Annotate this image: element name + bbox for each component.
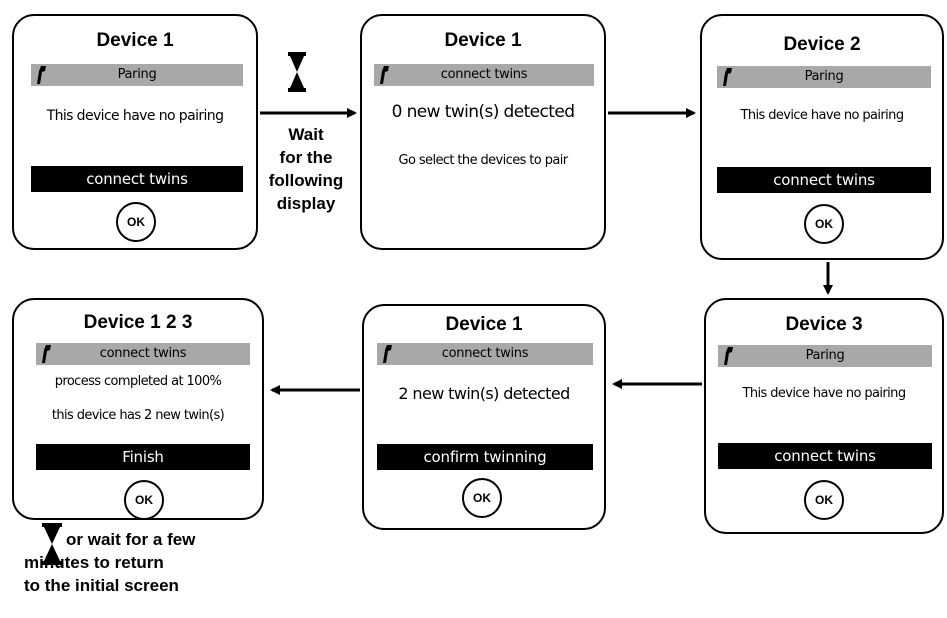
screen-title: Device 3 [785,314,863,335]
wait-line: following [268,171,344,190]
final-note-line: minutes to return [24,553,164,572]
connect-twins-button[interactable]: connect twins [31,166,243,192]
menu-bar-label: connect twins [441,346,529,361]
screen-title: Device 2 [783,34,861,55]
wrench-icon [724,347,733,365]
wait-instruction: Wait for the following display [258,123,354,215]
wrench-icon [380,66,389,84]
menu-bar-label: connect twins [440,67,528,82]
status-text: This device have no pairing [742,386,907,401]
menu-bar-label: Paring [805,348,845,363]
hourglass-icon [42,523,62,565]
wait-line: display [276,194,336,213]
wrench-icon [383,345,392,363]
detected-text: 0 new twin(s) detected [391,102,575,122]
connect-twins-button[interactable]: connect twins [718,443,932,469]
ok-button[interactable]: OK [116,202,156,242]
final-note-line: or wait for a few [66,530,196,549]
menu-bar: connect twins [374,64,594,86]
ok-button[interactable]: OK [124,480,164,520]
finish-button[interactable]: Finish [36,444,250,470]
wrench-icon [42,345,51,363]
confirm-twinning-button[interactable]: confirm twinning [377,444,593,470]
menu-bar-label: Paring [804,69,844,84]
wait-line: for the [279,148,333,167]
device-screen-5: Device 1 connect twins 2 new twin(s) det… [362,304,606,530]
screen-title: Device 1 [445,314,523,335]
screen-title: Device 1 2 3 [83,312,193,333]
screen-title: Device 1 [444,30,522,51]
menu-bar: Paring [31,64,243,86]
wait-line: Wait [288,125,324,144]
progress-text: process completed at 100% [54,374,222,389]
device-screen-3: Device 2 Paring This device have no pair… [700,14,944,260]
hourglass-icon [288,52,306,92]
menu-bar-label: Paring [117,67,157,82]
menu-bar: connect twins [377,343,593,365]
status-text: This device have no pairing [740,108,905,123]
screen-title: Device 1 [96,30,174,51]
menu-bar: Paring [717,66,931,88]
device-screen-6: Device 1 2 3 connect twins process compl… [12,298,264,520]
final-note: or wait for a few minutes to return to t… [18,528,278,597]
menu-bar-label: connect twins [99,346,187,361]
device-screen-1: Device 1 Paring This device have no pair… [12,14,258,250]
device-screen-4: Device 3 Paring This device have no pair… [704,298,944,534]
ok-button[interactable]: OK [804,480,844,520]
menu-bar: connect twins [36,343,250,365]
device-screen-2: Device 1 connect twins 0 new twin(s) det… [360,14,606,250]
ok-button[interactable]: OK [804,204,844,244]
connect-twins-button[interactable]: connect twins [717,167,931,193]
twin-count-text: this device has 2 new twin(s) [51,408,225,423]
wrench-icon [723,68,732,86]
detected-text: 2 new twin(s) detected [398,384,570,403]
instruction-text: Go select the devices to pair [398,153,569,168]
wrench-icon [37,66,46,84]
ok-button[interactable]: OK [462,478,502,518]
status-text: This device have no pairing [46,108,224,124]
final-note-line: to the initial screen [24,576,179,595]
menu-bar: Paring [718,345,932,367]
